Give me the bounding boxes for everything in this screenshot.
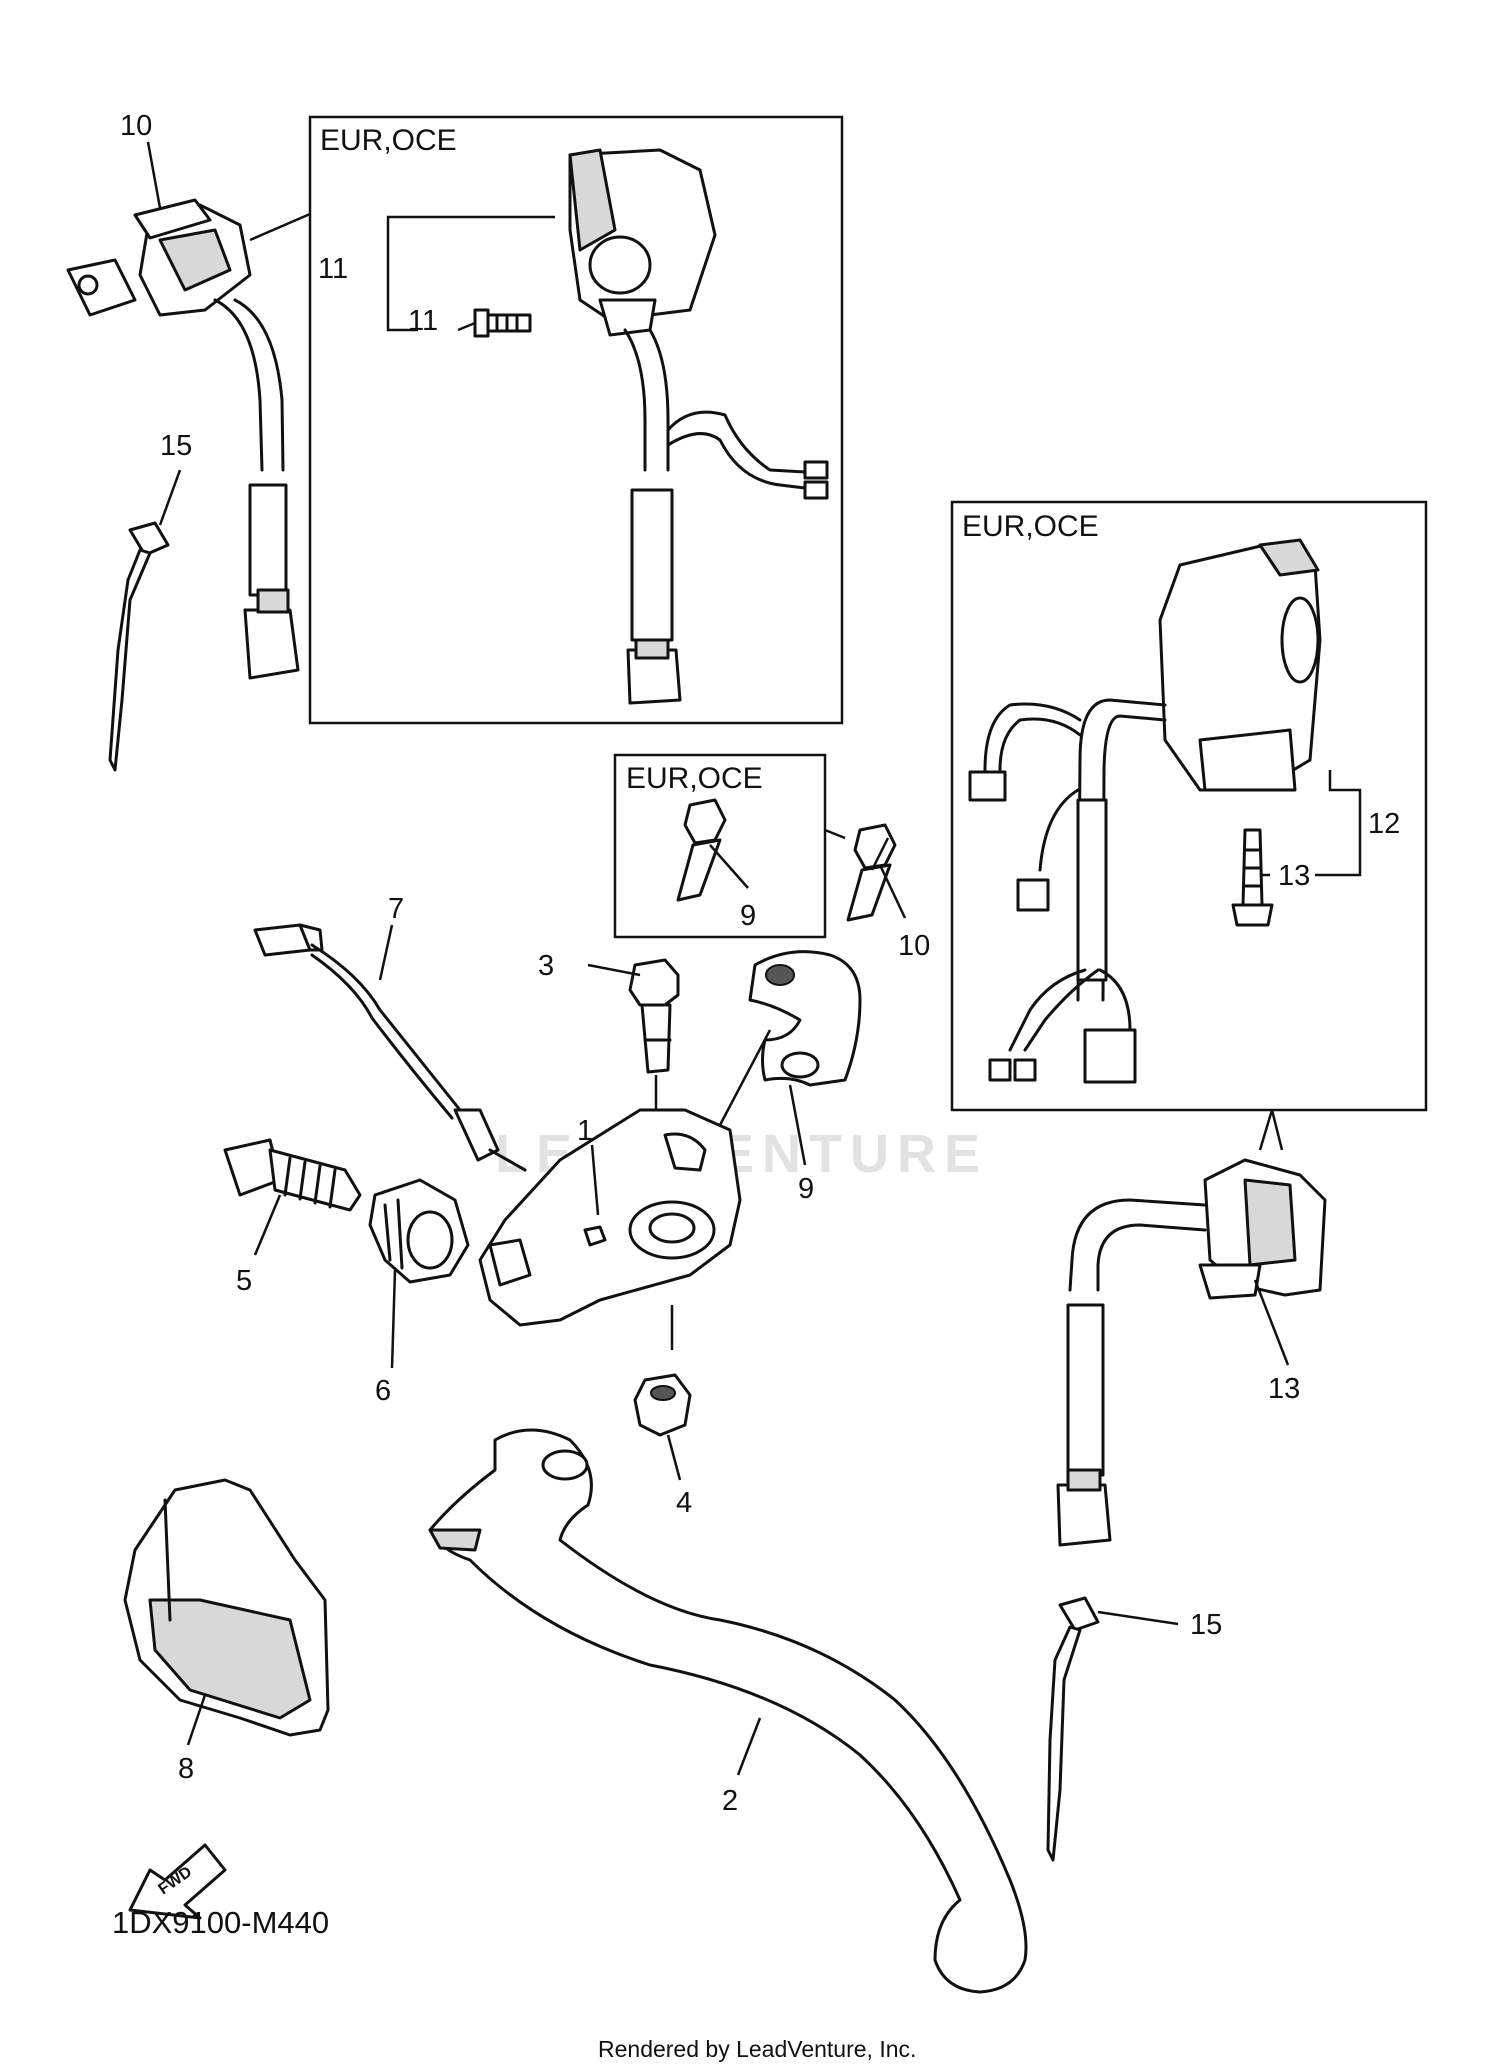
callout-4: 4 xyxy=(676,1487,692,1519)
nut xyxy=(633,1373,692,1437)
clutch-lever xyxy=(428,1428,1028,1994)
callout-7: 7 xyxy=(388,893,404,925)
pivot-bolt xyxy=(628,958,680,1130)
render-credit: Rendered by LeadVenture, Inc. xyxy=(598,2036,916,2062)
callout-6: 6 xyxy=(375,1375,391,1407)
callout-13a: 12 xyxy=(1368,808,1400,840)
region-box-screws: EUR,OCE xyxy=(613,753,846,939)
callout-12: 11 xyxy=(408,305,438,337)
lever-clamp xyxy=(718,950,862,1126)
lock-ring xyxy=(368,1178,470,1284)
callout-1: 1 xyxy=(577,1115,593,1147)
region-label-right-switch: EUR,OCE xyxy=(962,510,1099,543)
callout-10a: 9 xyxy=(740,900,756,932)
callout-5: 5 xyxy=(236,1265,252,1297)
callout-11a: 10 xyxy=(120,110,152,142)
callout-2: 2 xyxy=(722,1785,738,1817)
right-handlebar-switch xyxy=(1056,1158,1327,1547)
callout-13b: 13 xyxy=(1268,1373,1300,1405)
lever-guard xyxy=(123,1478,330,1737)
left-switch-eur-oce xyxy=(473,148,829,705)
cable-tie-bottom xyxy=(1046,1596,1100,1862)
lever-holder xyxy=(478,1108,742,1350)
callout-15a: 15 xyxy=(160,430,192,462)
callout-9: 9 xyxy=(798,1173,814,1205)
clutch-switch-wire xyxy=(253,923,527,1172)
callout-11b: 11 xyxy=(318,253,348,285)
adjuster-bolt xyxy=(223,1138,362,1212)
diagram-code: 1DX9100-M440 xyxy=(112,1905,329,1940)
callout-10b: 10 xyxy=(898,930,930,962)
callout-3: 3 xyxy=(538,950,554,982)
leader-lines xyxy=(146,141,1362,1776)
callout-14: 13 xyxy=(1278,860,1310,892)
region-box-right-switch: EUR,OCE xyxy=(950,500,1428,1151)
callouts: 10 11 11 15 12 13 9 10 7 3 1 9 5 6 13 4 … xyxy=(120,110,1400,1817)
callout-8: 8 xyxy=(178,1753,194,1785)
region-label-screws: EUR,OCE xyxy=(626,762,763,795)
region-box-left-switch: EUR,OCE xyxy=(249,115,844,725)
cable-tie-top xyxy=(108,521,170,772)
region-label-left-switch: EUR,OCE xyxy=(320,124,457,157)
callout-15b: 15 xyxy=(1190,1609,1222,1641)
left-handlebar-switch xyxy=(66,198,300,680)
